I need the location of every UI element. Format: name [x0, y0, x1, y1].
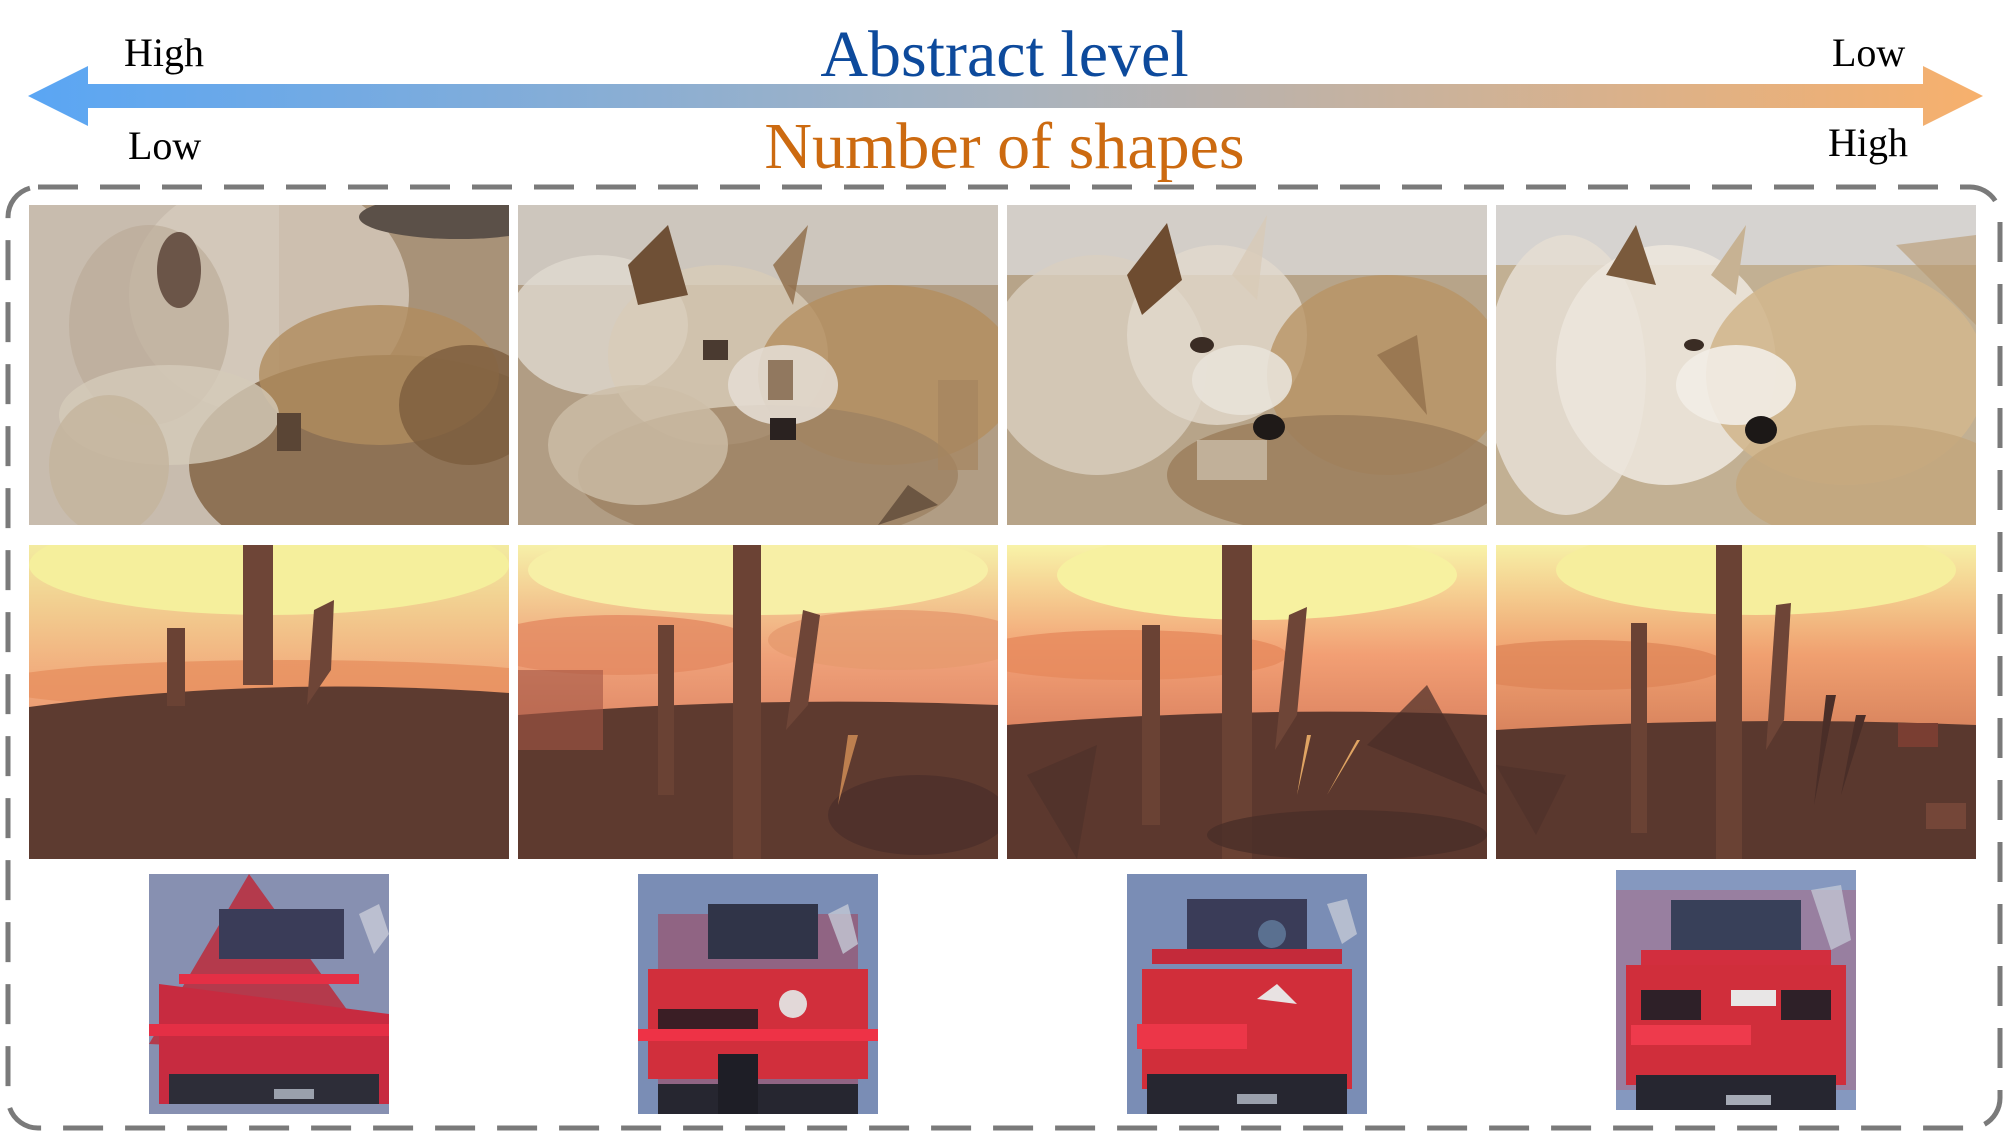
wolf-panel-3	[1007, 205, 1487, 525]
desert-panel-4	[1496, 545, 1976, 859]
car-panel-3	[1127, 874, 1367, 1114]
desert-panel-2	[518, 545, 998, 859]
axis-label-bottom-left: Low	[128, 123, 202, 168]
abstraction-arrow	[28, 66, 1983, 126]
desert-panel-1	[29, 545, 509, 859]
car-panel-1	[149, 874, 389, 1114]
wolf-panel-1	[29, 205, 509, 525]
abstract-level-title: Abstract level	[820, 18, 1189, 91]
wolf-panel-4	[1496, 205, 1976, 525]
car-panel-2	[638, 874, 878, 1114]
car-panel-4	[1616, 870, 1856, 1110]
number-of-shapes-title: Number of shapes	[764, 110, 1245, 183]
wolf-panel-2	[518, 205, 998, 525]
axis-label-bottom-right: High	[1828, 120, 1908, 165]
desert-panel-3	[1007, 545, 1487, 859]
axis-label-top-right: Low	[1832, 30, 1906, 75]
axis-label-top-left: High	[124, 30, 204, 75]
